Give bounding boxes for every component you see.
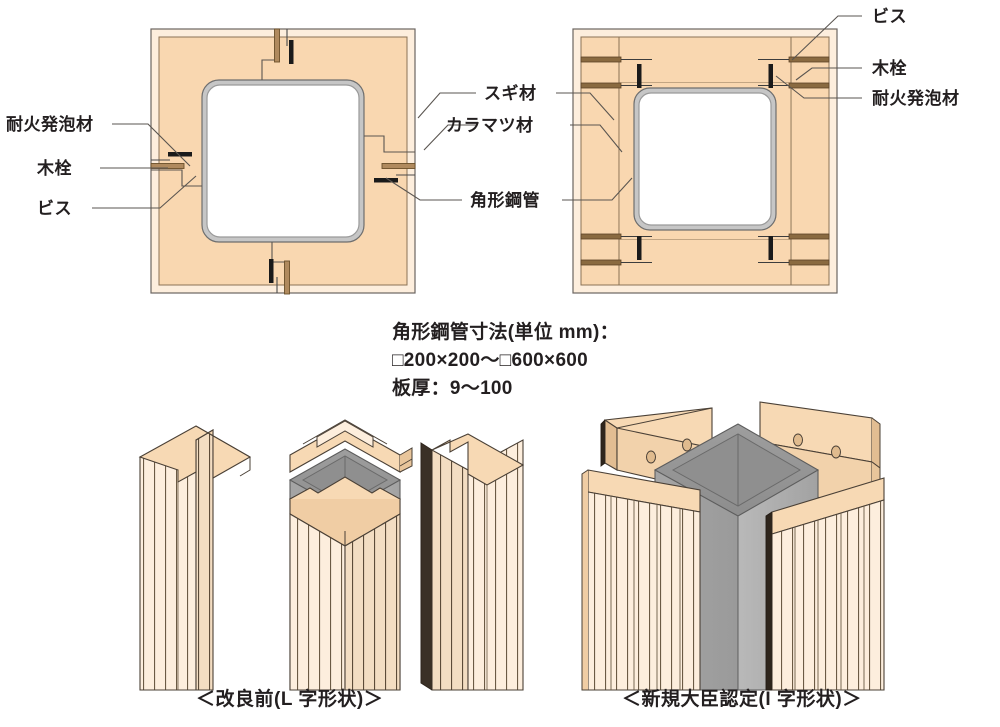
i-board-front-right bbox=[765, 477, 885, 691]
dowel-hole bbox=[646, 450, 656, 464]
caption-right: ＜新規大臣認定(I 字形状)＞ bbox=[622, 687, 862, 710]
wood-dowel-mark bbox=[274, 28, 280, 63]
fireproof-foam-mark bbox=[289, 40, 294, 64]
fireproof-foam-mark bbox=[637, 236, 642, 260]
dowel-hole bbox=[793, 433, 803, 447]
spec-line-2: □200×200〜□600×600 bbox=[392, 350, 588, 371]
wood-dowel-mark bbox=[788, 233, 830, 240]
fireproof-foam-mark bbox=[269, 259, 274, 283]
corner-fasteners-bottom-left bbox=[580, 233, 652, 266]
isometric-i-shape bbox=[581, 401, 885, 691]
fireproof-foam-mark bbox=[768, 64, 773, 88]
board-front-face bbox=[771, 499, 885, 691]
joint-right-left-section bbox=[364, 135, 416, 183]
dowel-hole bbox=[682, 438, 692, 452]
label-fireproof-foam-right: 耐火発泡材 bbox=[872, 88, 960, 108]
wood-dowel-mark bbox=[284, 260, 290, 295]
fireproof-foam-mark bbox=[168, 152, 192, 157]
steel-tube-right bbox=[633, 87, 777, 231]
joint-top-left-section bbox=[261, 28, 294, 80]
fireproof-foam-mark bbox=[637, 64, 642, 88]
l-piece-front-cap bbox=[288, 476, 402, 691]
dowel-hole bbox=[831, 445, 841, 459]
wood-dowel-mark bbox=[580, 56, 622, 63]
spec-line-3: 板厚：9〜100 bbox=[392, 376, 513, 399]
wood-dowel-mark bbox=[580, 259, 622, 266]
leader-lines-center bbox=[385, 92, 633, 201]
board-right bbox=[790, 36, 830, 286]
corner-fasteners-bottom-right bbox=[758, 233, 830, 266]
cross-section-l-shape bbox=[150, 28, 416, 295]
joint-left-left-section bbox=[150, 152, 202, 187]
joint-bottom-left-section bbox=[269, 242, 290, 295]
fireproof-foam-strip bbox=[600, 419, 606, 467]
leader-lines-left bbox=[92, 123, 197, 209]
leader-lines-right bbox=[775, 15, 862, 99]
label-steel-tube: 角形鋼管 bbox=[470, 190, 540, 210]
label-screw-right: ビス bbox=[872, 7, 907, 26]
label-wood-dowel-left: 木栓 bbox=[36, 158, 72, 178]
label-larch: カラマツ材 bbox=[446, 115, 534, 135]
wood-dowel-mark bbox=[788, 82, 830, 89]
i-board-front-left bbox=[581, 469, 701, 691]
label-wood-dowel-right: 木栓 bbox=[871, 58, 907, 78]
label-fireproof-foam-left: 耐火発泡材 bbox=[6, 114, 94, 134]
caption-left: ＜改良前(L 字形状)＞ bbox=[196, 687, 383, 710]
wood-dowel-mark bbox=[788, 259, 830, 266]
l-piece-right bbox=[420, 433, 525, 691]
fireproof-foam-strip bbox=[765, 511, 773, 691]
spec-text-block: 角形鋼管寸法(単位 mm)： □200×200〜□600×600 板厚：9〜10… bbox=[392, 320, 619, 399]
fireproof-foam-mark bbox=[768, 236, 773, 260]
label-cedar: スギ材 bbox=[484, 83, 537, 103]
corner-fasteners-top-left bbox=[580, 56, 652, 89]
l-piece-left bbox=[138, 425, 252, 691]
isometric-l-shape bbox=[138, 419, 525, 691]
l-piece-rear-cap bbox=[289, 419, 413, 473]
label-screw-left: ビス bbox=[37, 199, 72, 218]
board-left bbox=[580, 36, 620, 286]
wood-dowel-mark bbox=[381, 163, 416, 169]
corner-fasteners-top-right bbox=[758, 56, 830, 89]
wood-dowel-mark bbox=[580, 233, 622, 240]
steel-tube-left bbox=[201, 79, 365, 243]
board-front-face bbox=[587, 491, 701, 691]
spec-line-1: 角形鋼管寸法(単位 mm)： bbox=[392, 320, 619, 343]
cross-section-i-shape bbox=[572, 28, 838, 294]
wood-dowel-mark bbox=[580, 82, 622, 89]
fireproof-foam-mark bbox=[374, 178, 398, 183]
l-piece-right-top-face bbox=[431, 433, 525, 486]
